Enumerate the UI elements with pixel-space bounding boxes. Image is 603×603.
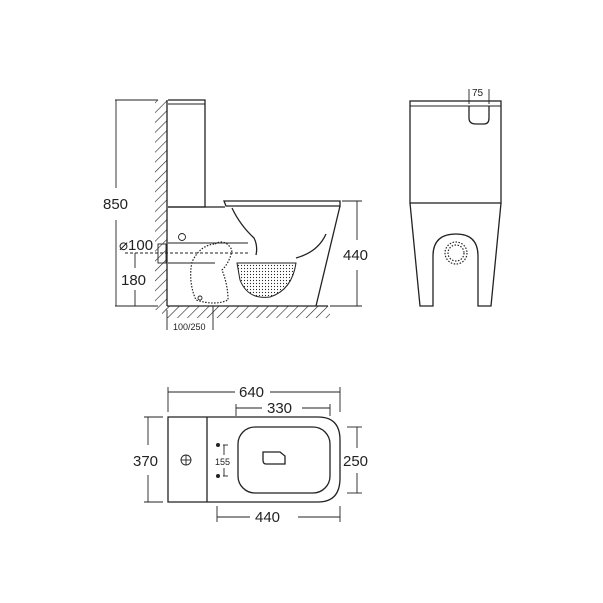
dim-250: 250 — [343, 453, 368, 470]
top-outline — [167, 416, 341, 503]
pipe-flange — [157, 243, 167, 264]
outlet-dotted — [190, 241, 233, 304]
dim-850: 850 — [103, 196, 128, 213]
outlet-circle — [444, 241, 468, 265]
dim-640: 640 — [239, 384, 264, 401]
tank-outline — [168, 99, 206, 208]
flush-button — [468, 106, 490, 125]
dim-rough-in: 100/250 — [173, 322, 206, 332]
inlet-hole — [178, 233, 186, 241]
top-view: 155 640 330 370 250 440 — [133, 384, 368, 526]
dim-155: 155 — [215, 457, 230, 467]
dim-330: 330 — [267, 400, 292, 417]
side-view: 850 180 ⌀100 100/250 440 — [103, 99, 368, 332]
front-view: 75 — [409, 88, 502, 307]
water-trap — [236, 262, 297, 298]
seat — [223, 200, 341, 207]
dim-370: 370 — [133, 453, 158, 470]
seat-top — [237, 426, 331, 494]
bowl-outer — [315, 205, 341, 307]
dim-75: 75 — [472, 88, 484, 99]
dim-pipe-diameter: ⌀100 — [119, 237, 153, 254]
dim-440-height: 440 — [343, 247, 368, 264]
dim-440-length: 440 — [255, 509, 280, 526]
dim-180: 180 — [121, 272, 146, 289]
floor-hatch — [162, 306, 330, 318]
wall-hatch — [155, 100, 167, 310]
tank-front — [409, 100, 502, 204]
